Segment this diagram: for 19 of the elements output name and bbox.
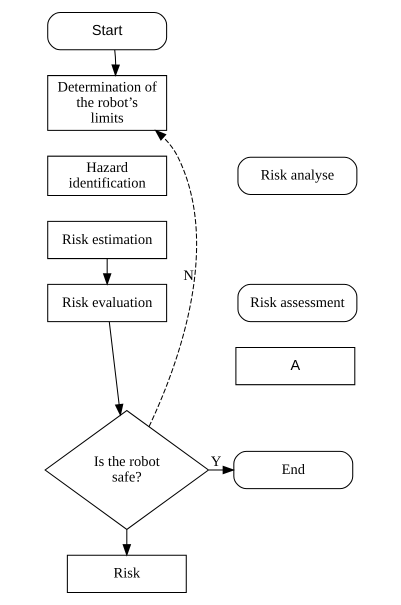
arrow (110, 50, 120, 77)
node-box: Start (46, 12, 167, 50)
arrow (122, 530, 131, 557)
arrow (208, 466, 235, 474)
node-box: A (234, 346, 355, 386)
node-diamond: Is the robot safe? (44, 410, 209, 530)
node-box: Hazard identification (46, 156, 167, 196)
node-box: Risk (66, 554, 186, 594)
node-box: Determination of the robot’s limits (46, 75, 167, 131)
arrow (108, 322, 123, 416)
node-box: End (232, 450, 353, 490)
node-box: Risk estimation (46, 220, 167, 260)
node-box: Risk analyse (236, 156, 357, 195)
edge-label: Y (210, 454, 221, 470)
arrow (102, 258, 112, 286)
node-box: Risk assessment (236, 284, 357, 322)
edge-label: N (182, 268, 194, 284)
arrow (148, 129, 197, 427)
node-box: Risk evaluation (46, 284, 167, 322)
